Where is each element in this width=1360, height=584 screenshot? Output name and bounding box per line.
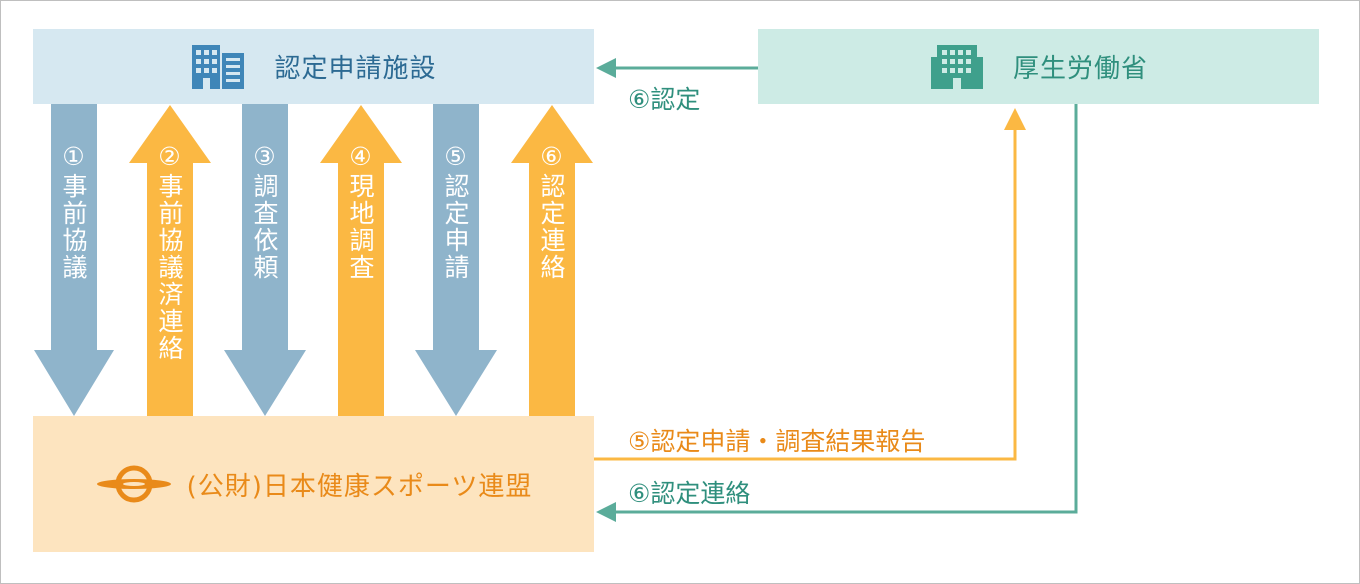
ministry-label: 厚生労働省 xyxy=(1012,54,1148,84)
facility-label: 認定申請施設 xyxy=(274,54,437,84)
arrow-4-label: ④現地調査 xyxy=(346,142,375,281)
arrow-6-label: ⑥認定連絡 xyxy=(537,142,566,281)
arrow-5-down xyxy=(415,104,497,416)
arrow-2-label: ②事前協議済連絡 xyxy=(155,142,184,362)
league-label: (公財)日本健康スポーツ連盟 xyxy=(186,471,533,502)
arrow-3-down xyxy=(224,104,306,416)
arrow-2-up xyxy=(129,105,211,416)
connector-league-ministry xyxy=(594,126,1017,461)
building-icon xyxy=(190,43,246,91)
arrowhead-league-ministry xyxy=(1004,108,1026,130)
office-building-icon xyxy=(929,43,985,91)
arrow-6-up xyxy=(511,105,593,416)
arrow-5-label: ⑤認定申請 xyxy=(441,142,470,281)
node-facility: 認定申請施設 xyxy=(33,29,594,104)
flow-label-league-ministry: ⑤認定申請・調査結果報告 xyxy=(628,427,926,456)
arrow-1-label: ①事前協議 xyxy=(59,142,88,281)
arrowhead-ministry-facility xyxy=(596,58,616,78)
arrow-1-down xyxy=(34,104,114,416)
node-ministry: 厚生労働省 xyxy=(758,29,1319,104)
arrow-3-label: ③調査依頼 xyxy=(250,142,279,281)
arrowhead-ministry-league xyxy=(596,502,616,522)
flow-label-ministry-league: ⑥認定連絡 xyxy=(628,479,751,508)
arrow-4-up xyxy=(320,105,402,416)
connector-ministry-league xyxy=(612,104,1078,514)
league-logo-icon xyxy=(95,464,173,504)
flow-label-ministry-facility: ⑥認定 xyxy=(628,85,701,114)
node-league: (公財)日本健康スポーツ連盟 xyxy=(33,416,594,552)
